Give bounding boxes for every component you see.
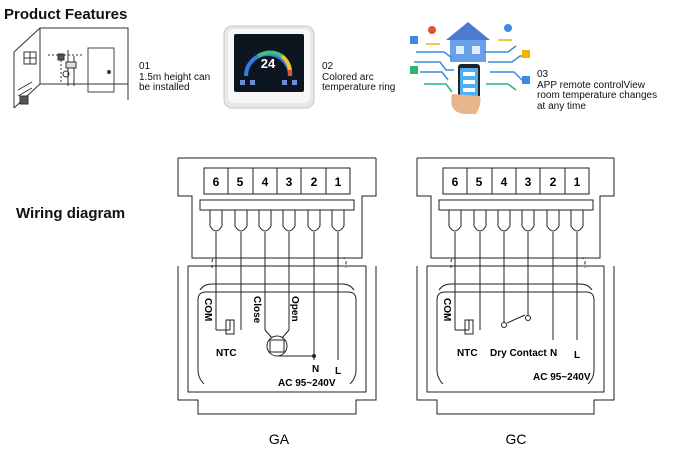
ga-close-label: Close [251,296,262,324]
ga-terminal-1: 1 [335,175,342,189]
ga-ntc-label: NTC [216,348,237,359]
features-heading: Product Features [4,6,128,23]
gc-terminal-3: 3 [525,175,532,189]
gc-terminal-2: 2 [550,175,557,189]
feature-3-line-1: APP remote controlView [537,79,646,91]
feature-3-caption: 03 APP remote controlView room temperatu… [537,69,687,112]
ga-model-label: GA [269,431,290,447]
gc-dry-contact-terminal-a [501,322,507,328]
gc-wiring-diagram [416,157,615,415]
gc-com-label: COM [441,298,452,321]
wiring-heading: Wiring diagram [16,205,126,222]
ga-terminal-6: 6 [213,175,220,189]
thermostat-temp-readout: 24 [261,56,276,71]
feature-1-line-2: be installed [139,82,190,93]
feature-3-number: 03 [537,69,549,80]
ga-l-label: L [335,366,341,377]
ga-com-label: COM [202,298,213,321]
gc-model-label: GC [506,431,527,447]
gc-terminal-1: 1 [574,175,581,189]
gc-terminal-4: 4 [501,175,508,189]
thermostat-screen [234,34,304,92]
ga-terminal-5: 5 [237,175,244,189]
ga-terminal-3: 3 [286,175,293,189]
ga-power-label: AC 95~240V [278,378,336,389]
gc-l-label: L [574,350,580,361]
smart-home-app-illustration [410,22,530,114]
gc-power-label: AC 95~240V [533,372,591,383]
feature-2-line-2: temperature ring [322,82,396,93]
thermostat-device-image: 24 [223,25,315,109]
ga-terminal-2: 2 [311,175,318,189]
gc-dry-contact-label: Dry Contact [490,348,547,359]
feature-3-line-3: at any time [537,100,586,112]
gc-n-label: N [550,348,557,359]
ga-terminal-4: 4 [262,175,269,189]
gc-ntc-label: NTC [457,348,478,359]
gc-terminal-6: 6 [452,175,459,189]
gc-dry-contact-terminal-b [525,315,531,321]
ga-ntc-sensor [225,319,235,335]
gc-ntc-sensor [464,319,474,335]
ga-wiring-diagram [177,157,377,415]
gc-dry-contact-switch [506,314,526,324]
feature-1-line-1: 1.5m height can [139,71,211,83]
feature-1-number: 01 [139,61,151,72]
wall-install-illustration [13,27,129,109]
feature-2-number: 02 [322,61,334,72]
feature-3-line-2: room temperature changes [537,90,658,101]
ga-open-label: Open [289,296,300,322]
gc-terminal-5: 5 [476,175,483,189]
ga-n-label: N [312,364,319,375]
feature-1-caption: 01 1.5m height can be installed [139,61,234,94]
feature-2-caption: 02 Colored arc temperature ring [322,61,412,94]
feature-2-line-1: Colored arc [322,71,374,83]
